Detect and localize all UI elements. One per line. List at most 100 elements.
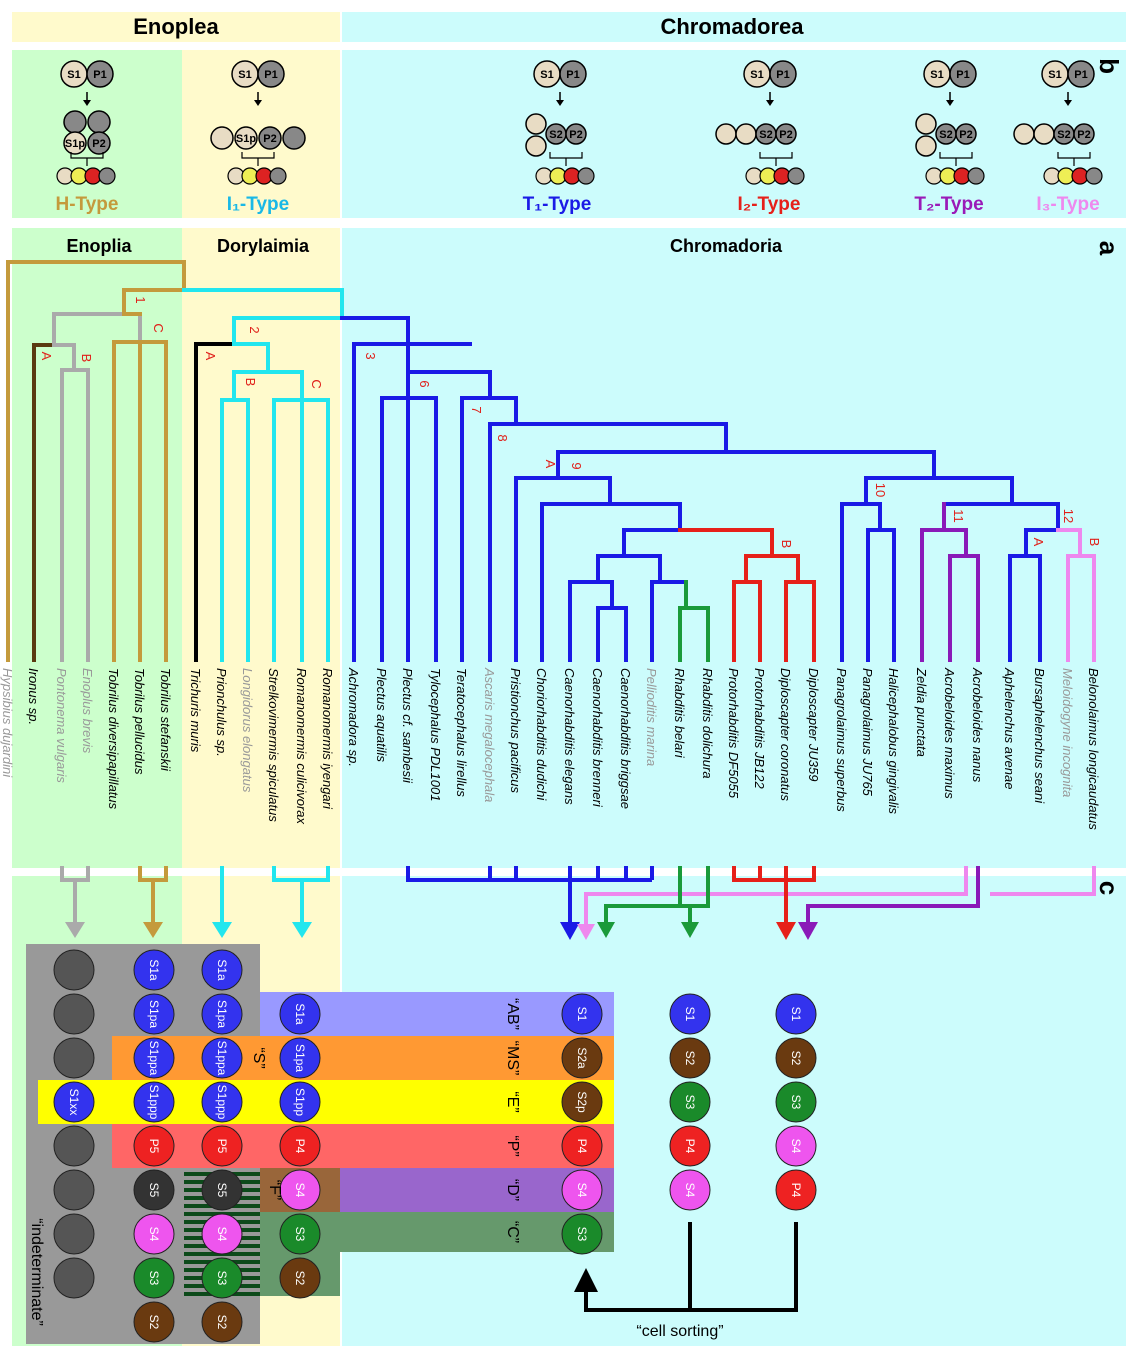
lineage-cell-icon xyxy=(561,1125,603,1167)
connector-tobrilus xyxy=(138,866,168,924)
lineage-cell-label: P5 xyxy=(215,1139,229,1154)
node-label: A xyxy=(203,352,218,361)
taxon-label: Achromadora sp. xyxy=(346,667,361,767)
blastomere-label: S1 xyxy=(540,69,553,81)
taxon-label: Caenorhabditis brenneri xyxy=(590,668,605,808)
lineage-cell-label: S5 xyxy=(215,1183,229,1198)
lineage-cell-label: S1ppa xyxy=(215,1041,229,1076)
lineage-cell-label: S4 xyxy=(293,1183,307,1198)
node-label: 7 xyxy=(469,406,484,413)
taxon-label: Romanomermis culicivorax xyxy=(294,668,309,825)
blastomere-icon xyxy=(258,126,282,150)
band-label: “MS” xyxy=(504,1041,521,1076)
cell-sorting-bracket xyxy=(584,1222,798,1312)
lineage-cell-label: S5 xyxy=(147,1183,161,1198)
lineage-cell-label: S1 xyxy=(683,1007,697,1022)
indeterminate-cell-icon xyxy=(53,1037,95,1079)
taxon-label: Zeldia punctata xyxy=(914,667,929,757)
blastomere-icon xyxy=(1033,123,1055,145)
node-label: 8 xyxy=(495,434,510,441)
chromadoria-panel-bg xyxy=(342,228,1126,868)
lineage-cell-icon xyxy=(669,993,711,1035)
lineage-cell-label: S2a xyxy=(575,1047,589,1069)
lineage-cell-icon xyxy=(201,993,243,1035)
panel-letter-c: c xyxy=(1094,881,1124,895)
indeterminate-column: S1xx xyxy=(53,949,95,1299)
blastomere-label: S1 xyxy=(1048,69,1061,81)
lineage-cell-icon xyxy=(669,1169,711,1211)
connector-arrowheads xyxy=(65,922,818,940)
tree-branch-caenorhabditis xyxy=(568,528,688,662)
lineage-cell-icon xyxy=(201,1081,243,1123)
blastomere-label: P2 xyxy=(569,129,582,141)
lineage-cell-icon xyxy=(279,1125,321,1167)
lineage-cell-icon xyxy=(201,1125,243,1167)
arrow-t2 xyxy=(798,922,818,940)
lineage-cell-label: S3 xyxy=(147,1271,161,1286)
bracket-icon xyxy=(70,152,104,166)
lineage-cell-icon xyxy=(279,1037,321,1079)
taxon-label: Protorhabditis JB122 xyxy=(752,668,767,789)
lineage-cell-icon xyxy=(201,1301,243,1343)
connector-i3-to-c xyxy=(584,866,968,924)
lineage-cell-label: S1pa xyxy=(215,1000,229,1028)
lineage-cell-icon xyxy=(669,1037,711,1079)
f-label: “F” xyxy=(266,1180,283,1200)
arrow-rhabditis-b xyxy=(681,922,699,938)
tree-branch-dor-bc xyxy=(232,342,304,374)
type-label-i1: I₁-Type xyxy=(227,194,289,215)
lineage-cell-icon xyxy=(279,993,321,1035)
dorylaimia-panel-bg xyxy=(182,228,340,868)
taxon-label: Choriorhabditis dudichi xyxy=(534,668,549,801)
taxon-label: Strelkovimermis spiculatus xyxy=(266,668,281,822)
enoplea-header: Enoplea xyxy=(133,14,219,39)
blastomere-label: P1 xyxy=(264,69,277,81)
blastomere-icon xyxy=(775,123,797,145)
lineage-cell-icon xyxy=(775,993,817,1035)
tree-branch-b-group xyxy=(52,343,76,372)
tree-branch-pontonema-enoplus xyxy=(60,368,90,662)
lineage-cell-icon xyxy=(201,1037,243,1079)
taxon-label: Aphelenchus avenae xyxy=(1002,667,1017,789)
blastomere-label: S2 xyxy=(549,129,562,141)
tree-branch-aphelenchids xyxy=(1008,528,1042,662)
lineage-cell-label: S4 xyxy=(683,1183,697,1198)
bracket-icon xyxy=(549,152,583,166)
node-label: 3 xyxy=(363,352,378,359)
connector-t1 xyxy=(406,866,654,924)
blastomere-label: P1 xyxy=(566,69,579,81)
lineage-cell-label: S3 xyxy=(575,1227,589,1242)
tree-branch-prionchulus-longidorus xyxy=(220,370,250,662)
lineage-cell-label: P5 xyxy=(147,1139,161,1154)
band-p xyxy=(112,1124,614,1168)
connector-i3-source xyxy=(990,866,1096,896)
lineage-cell-label: P4 xyxy=(683,1139,697,1154)
blastomere-icon xyxy=(1013,123,1035,145)
taxon-label: Hypsibius dujardini xyxy=(0,668,15,778)
taxon-label: Diploscapter coronatus xyxy=(778,668,793,801)
taxon-label: Plectus aquatilis xyxy=(374,668,389,762)
blastomere-label: S2 xyxy=(939,129,952,141)
lineage-cell-label: S2 xyxy=(683,1051,697,1066)
tree-branch-i3-clade xyxy=(1056,528,1096,662)
lineage-cell-label: S2 xyxy=(147,1315,161,1330)
node-label: A xyxy=(1031,538,1046,547)
lineage-cell-icon xyxy=(775,1081,817,1123)
lineage-cell-label: S3 xyxy=(215,1271,229,1286)
embryo-cell-icon xyxy=(269,167,287,185)
lineage-cell-icon xyxy=(133,1301,175,1343)
chromadoria-header: Chromadoria xyxy=(670,236,783,256)
lineage-cell-label: S1a xyxy=(147,959,161,981)
node-label: B xyxy=(79,354,94,363)
phylogenetic-tree xyxy=(6,260,1096,662)
lineage-cell-label: S1ppa xyxy=(147,1041,161,1076)
tree-branch-rhabditis xyxy=(678,580,710,662)
lineage-cell-label: S1ppp xyxy=(147,1085,161,1120)
lineage-cell-label: S1pa xyxy=(147,1000,161,1028)
blastomere-icon xyxy=(735,123,757,145)
blastomere-icon xyxy=(565,123,587,145)
lineage-cell-label: S1a xyxy=(215,959,229,981)
embryo-cell-icon xyxy=(967,167,985,185)
